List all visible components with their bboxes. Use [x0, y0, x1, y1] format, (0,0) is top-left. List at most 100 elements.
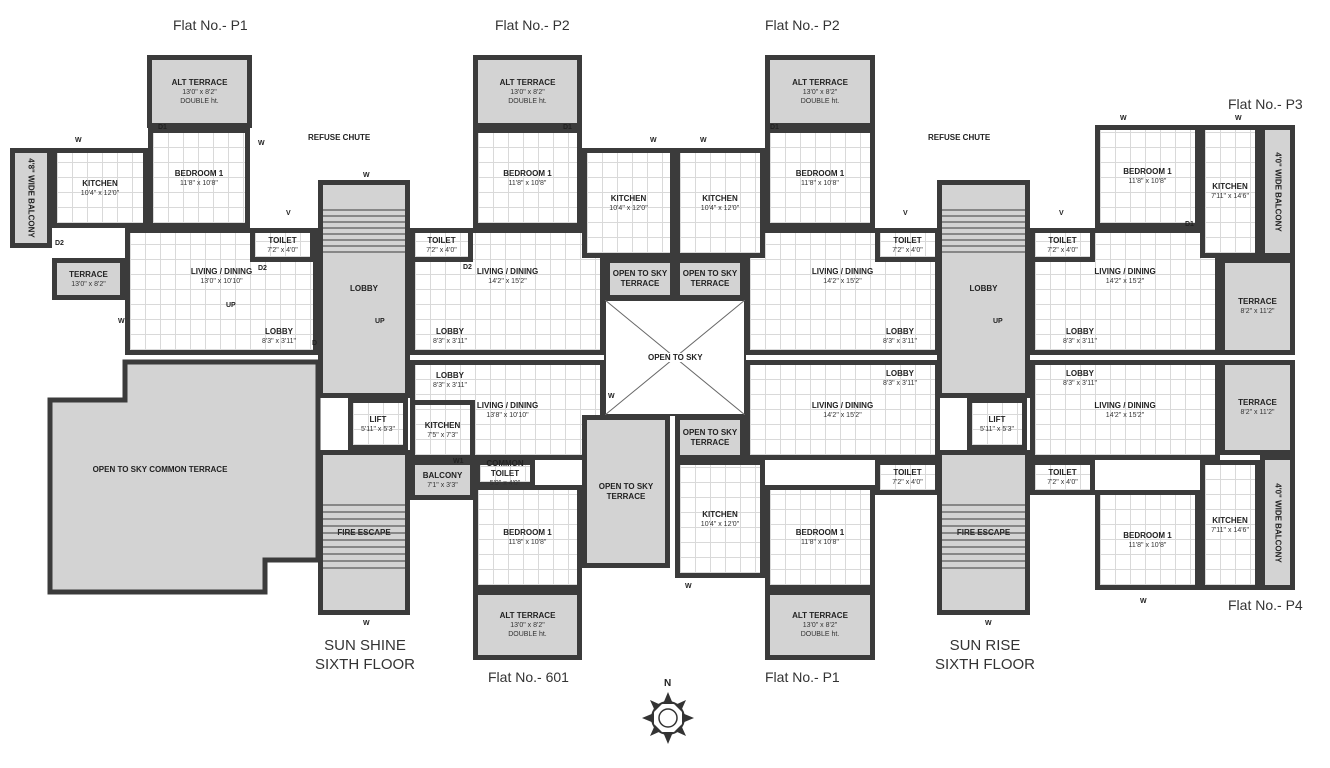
room-size: 10'4" x 12'0" [609, 204, 648, 212]
marker-ventilator: V [286, 210, 291, 217]
room-size: 8'2" x 11'2" [1240, 409, 1275, 416]
marker-window: W [118, 318, 125, 325]
room-name: LIFT [369, 414, 387, 424]
room-size: 8'3" x 3'11" [433, 381, 467, 389]
marker-window: W [258, 140, 265, 147]
room-size: 14'2" x 15'2" [823, 412, 862, 419]
room-name: BEDROOM 1 [1123, 167, 1172, 176]
room-name: OPEN TO SKY TERRACE [598, 481, 654, 501]
room-size: 7'2" x 4'0" [1047, 479, 1078, 486]
marker-window: W [685, 583, 692, 590]
room-size: 7'2" x 4'0" [426, 246, 457, 254]
room-size: 10'4" x 12'0" [700, 204, 740, 212]
room-name: KITCHEN [82, 178, 118, 188]
room-name: COMMON TOILET [486, 459, 524, 478]
marker-up: UP [226, 302, 236, 309]
room-name: LOBBY [350, 284, 378, 293]
room-name: BEDROOM 1 [795, 168, 845, 178]
building-sun-shine: SUN SHINE SIXTH FLOOR [295, 636, 435, 674]
room-name: OPEN TO SKY TERRACE [682, 269, 738, 288]
room-name: ALT TERRACE [792, 77, 848, 87]
room-name: TOILET [427, 235, 456, 245]
flat-label-601: Flat No.- 601 [488, 669, 569, 685]
room-name: BEDROOM 1 [503, 528, 552, 537]
marker-up: UP [375, 318, 385, 325]
room-size: 13'0" x 8'2" [802, 622, 838, 629]
room-name: BEDROOM 1 [503, 168, 552, 178]
building-name: SUN RISE [949, 637, 1021, 654]
room-size: 7'11" x 14'6" [1211, 526, 1249, 534]
flat-label-p3: Flat No.- P3 [1228, 96, 1303, 112]
room-size: 8'3" x 3'11" [883, 380, 917, 387]
room-fire-escape: FIRE ESCAPE [937, 450, 1030, 615]
room-size: 5'11" x 5'3" [361, 425, 395, 433]
flat-label-p1: Flat No.- P1 [765, 669, 840, 685]
room-size: 13'0" x 8'2" [71, 280, 106, 288]
flat-label-p4: Flat No.- P4 [1228, 597, 1303, 613]
room-label: 4'0" WIDE BALCONY [1273, 152, 1283, 231]
room-name: 4'8" WIDE BALCONY [27, 158, 37, 238]
room-name: TERRACE [69, 269, 108, 279]
room-name: FIRE ESCAPE [956, 527, 1011, 537]
room-name: KITCHEN [424, 420, 461, 430]
room-name: LOBBY [1065, 327, 1094, 336]
marker-window: W [1120, 115, 1127, 122]
room-name: BEDROOM 1 [1123, 530, 1172, 540]
marker-window: W [608, 393, 615, 400]
open-to-sky-label: OPEN TO SKY [646, 353, 705, 362]
marker-door2: D2 [258, 265, 267, 272]
room-open-to-sky-terrace: OPEN TO SKY TERRACE [582, 415, 670, 568]
room-name: LIVING / DINING [1094, 267, 1156, 276]
room-size: 11'8" x 10'8" [508, 179, 547, 187]
refuse-chute-label: REFUSE CHUTE [308, 133, 371, 142]
room-size: 5'9" x 4'0" [489, 480, 521, 487]
room-size: 13'0" x 8'2" [802, 88, 838, 96]
room-name: LOBBY [264, 327, 293, 336]
flat-label-p1: Flat No.- P1 [173, 17, 248, 33]
room-name: LOBBY [885, 327, 914, 336]
room-name: OPEN TO SKY TERRACE [612, 269, 668, 288]
room-size: 13'0" x 8'2" [182, 88, 217, 96]
marker-window: W [75, 137, 82, 144]
room-name: LIVING / DINING [811, 267, 874, 276]
flat-label-p2: Flat No.- P2 [495, 17, 570, 33]
common-terrace-shape [47, 359, 321, 595]
room-name: KITCHEN [702, 509, 738, 519]
marker-door2: D2 [463, 264, 472, 271]
room-label: FIRE ESCAPE [957, 528, 1010, 538]
room-size: 7'1" x 3'3" [427, 481, 458, 489]
marker-window: W [363, 172, 370, 179]
room-size: 10'4" x 12'0" [80, 189, 120, 197]
